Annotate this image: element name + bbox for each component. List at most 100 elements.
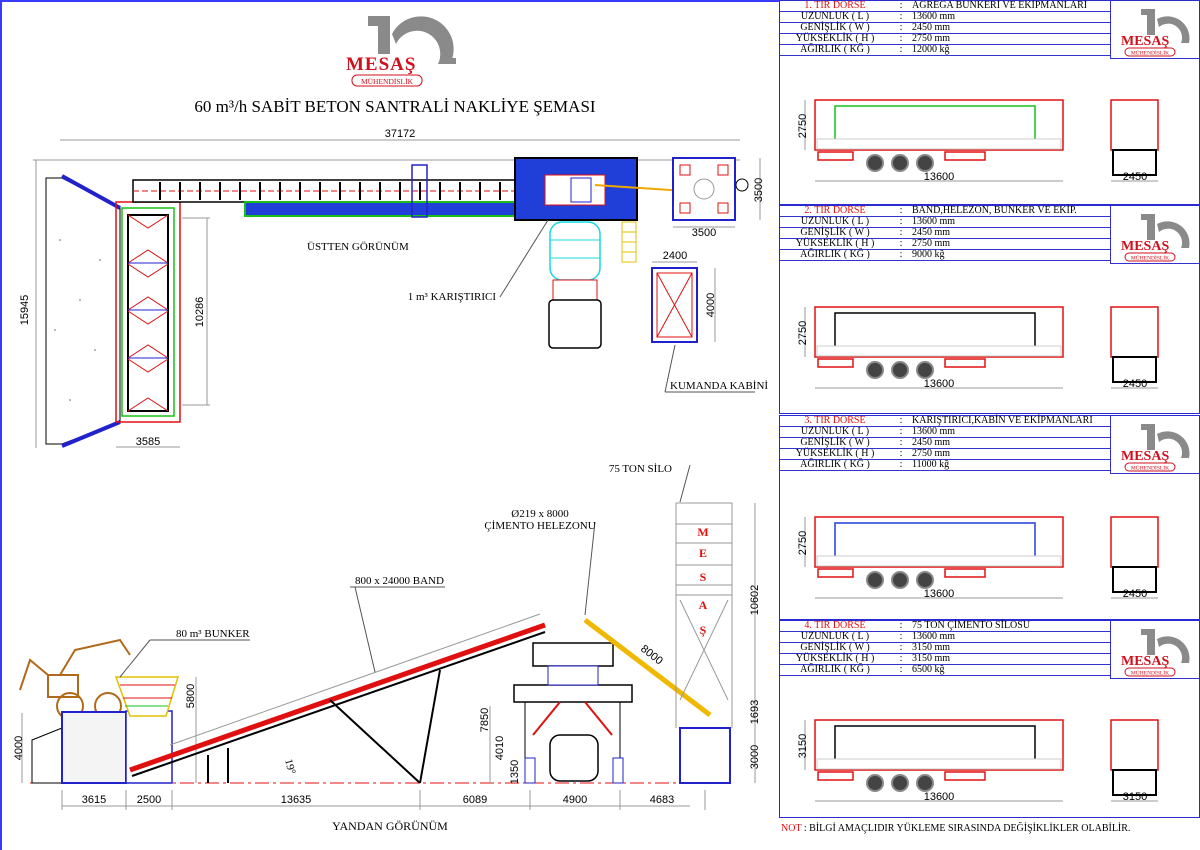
brand-logo: MESAŞ MÜHENDİSLİK: [346, 16, 456, 87]
brand-name: MESAŞ: [346, 54, 416, 75]
trailer-drawing: 13600 2750 2450: [797, 99, 1159, 183]
trailer-spec-table: 4. TIR DORSE:75 TON ÇİMENTO SİLOSU UZUNL…: [780, 621, 1110, 676]
cement-silo: M E S A Ş: [675, 502, 733, 784]
spec-height: 2750 mm: [912, 448, 1110, 460]
spec-label: YÜKSEKLİK ( H ): [780, 653, 890, 665]
spec-label: UZUNLUK ( L ): [780, 426, 890, 438]
spec-label: AĞIRLIK ( KĞ ): [780, 459, 890, 471]
spec-label: UZUNLUK ( L ): [780, 11, 890, 23]
callout-silo: 75 TON SİLO: [609, 463, 672, 475]
trailer-title: 3. TIR DORSE: [780, 416, 890, 427]
svg-text:13600: 13600: [924, 171, 955, 183]
top-view-label: ÜSTTEN GÖRÜNÜM: [307, 241, 409, 253]
svg-text:MÜHENDİSLİK: MÜHENDİSLİK: [1131, 465, 1169, 472]
silo-letter: M: [697, 525, 708, 539]
spec-length: 13600 mm: [912, 216, 1110, 228]
spec-label: YÜKSEKLİK ( H ): [780, 448, 890, 460]
svg-text:MESAŞ: MESAŞ: [1121, 449, 1169, 464]
spec-width: 2450 mm: [912, 437, 1110, 449]
spec-width: 2450 mm: [912, 22, 1110, 34]
dim-bottom: 3615: [82, 794, 106, 806]
dim-silo-base: 3000: [749, 745, 761, 769]
callout-cabin: KUMANDA KABİNİ: [670, 380, 768, 392]
trailer-content: BAND,HELEZON, BUNKER VE EKİP.: [912, 206, 1110, 217]
dim-bunker-length: 10286: [194, 297, 206, 328]
svg-text:13600: 13600: [924, 588, 955, 600]
mixing-plant: [513, 642, 633, 784]
dim-silo-leg: 1693: [749, 700, 761, 724]
main-drawing: MESAŞ MÜHENDİSLİK 60 m³/h SABİT BETON SA…: [13, 16, 768, 833]
dim-silo-width: 3500: [692, 227, 716, 239]
trailer-title: 4. TIR DORSE: [780, 621, 890, 632]
spec-length: 13600 mm: [912, 631, 1110, 643]
svg-text:MÜHENDİSLİK: MÜHENDİSLİK: [1131, 50, 1169, 57]
dim-bottom: 4900: [563, 794, 587, 806]
spec-label: UZUNLUK ( L ): [780, 216, 890, 228]
svg-text:13600: 13600: [924, 791, 955, 803]
spec-height: 2750 mm: [912, 238, 1110, 250]
callout-screw-size: Ø219 x 8000: [511, 508, 569, 520]
svg-text:MESAŞ: MESAŞ: [1121, 239, 1169, 254]
note-text: : BİLGİ AMAÇLIDIR YÜKLEME SIRASINDA DEĞİ…: [801, 823, 1131, 834]
dim-bottom: 4683: [650, 794, 674, 806]
callout-band: 800 x 24000 BAND: [355, 575, 444, 587]
dim-cabin-height: 4000: [705, 293, 717, 317]
silo-letter: E: [699, 546, 707, 560]
svg-text:MESAŞ: MESAŞ: [1121, 34, 1169, 49]
dim-bunker-width: 3585: [136, 436, 160, 448]
callout-mixer: 1 m³ KARIŞTIRICI: [408, 291, 497, 303]
spec-label: AĞIRLIK ( KĞ ): [780, 44, 890, 56]
trailer-title: 2. TIR DORSE: [780, 206, 890, 217]
trailer-spec-table: 2. TIR DORSE:BAND,HELEZON, BUNKER VE EKİ…: [780, 206, 1110, 261]
spec-width: 3150 mm: [912, 642, 1110, 654]
spec-label: AĞIRLIK ( KĞ ): [780, 249, 890, 261]
callout-bunker: 80 m³ BUNKER: [176, 628, 250, 640]
svg-text:MÜHENDİSLİK: MÜHENDİSLİK: [1131, 670, 1169, 677]
dim-bottom: 2500: [137, 794, 161, 806]
dim-leg-height: 1350: [509, 760, 521, 784]
trailer-drawing: 13600 3150 3150: [797, 719, 1159, 803]
dim-bottom: 6089: [463, 794, 487, 806]
trailer-panel: 2. TIR DORSE:BAND,HELEZON, BUNKER VE EKİ…: [779, 205, 1200, 414]
svg-text:2450: 2450: [1123, 378, 1147, 390]
silo-letter: Ş: [700, 623, 707, 637]
svg-text:3150: 3150: [797, 734, 809, 758]
spec-label: YÜKSEKLİK ( H ): [780, 33, 890, 45]
brand-subtitle: MÜHENDİSLİK: [361, 77, 414, 86]
spec-label: GENİŞLİK ( W ): [780, 437, 890, 449]
panel-logo: MESAŞ MÜHENDİSLİK: [1110, 206, 1199, 264]
trailer-drawing: 13600 2750 2450: [797, 306, 1159, 390]
svg-text:MÜHENDİSLİK: MÜHENDİSLİK: [1131, 255, 1169, 262]
svg-text:2450: 2450: [1123, 171, 1147, 183]
callout-screw: ÇİMENTO HELEZONU: [484, 520, 595, 532]
wheel-loader-icon: [19, 638, 131, 720]
trailer-spec-table: 1. TIR DORSE:AGREGA BUNKERİ VE EKİPMANLA…: [780, 1, 1110, 56]
spec-height: 2750 mm: [912, 33, 1110, 45]
spec-length: 13600 mm: [912, 426, 1110, 438]
trailer-panel: 1. TIR DORSE:AGREGA BUNKERİ VE EKİPMANLA…: [779, 0, 1200, 205]
spec-weight: 6500 kğ: [912, 664, 1110, 676]
silo-letter: S: [700, 570, 707, 584]
panel-logo: MESAŞ MÜHENDİSLİK: [1110, 621, 1199, 679]
page-title: 60 m³/h SABİT BETON SANTRALİ NAKLİYE ŞEM…: [194, 97, 595, 116]
svg-text:2750: 2750: [797, 114, 809, 138]
truck-mixer-top: [548, 221, 602, 349]
dim-cabin-width: 2400: [663, 250, 687, 262]
trailer-content: AGREGA BUNKERİ VE EKİPMANLARI: [912, 1, 1110, 12]
dim-ramp-height: 4000: [13, 736, 25, 760]
svg-text:2750: 2750: [797, 321, 809, 345]
spec-weight: 12000 kğ: [912, 44, 1110, 56]
note: NOT : BİLGİ AMAÇLIDIR YÜKLEME SIRASINDA …: [781, 823, 1130, 834]
dim-silo-height: 3500: [753, 178, 765, 202]
panel-logo: MESAŞ MÜHENDİSLİK: [1110, 1, 1199, 59]
spec-length: 13600 mm: [912, 11, 1110, 23]
dim-plant-height: 7850: [479, 708, 491, 732]
spec-label: YÜKSEKLİK ( H ): [780, 238, 890, 250]
spec-label: GENİŞLİK ( W ): [780, 642, 890, 654]
svg-text:13600: 13600: [924, 378, 955, 390]
dim-bunker-height: 5800: [185, 684, 197, 708]
spec-label: GENİŞLİK ( W ): [780, 22, 890, 34]
trailer-content: 75 TON ÇİMENTO SİLOSU: [912, 621, 1110, 632]
dim-overall-length: 37172: [385, 128, 416, 140]
